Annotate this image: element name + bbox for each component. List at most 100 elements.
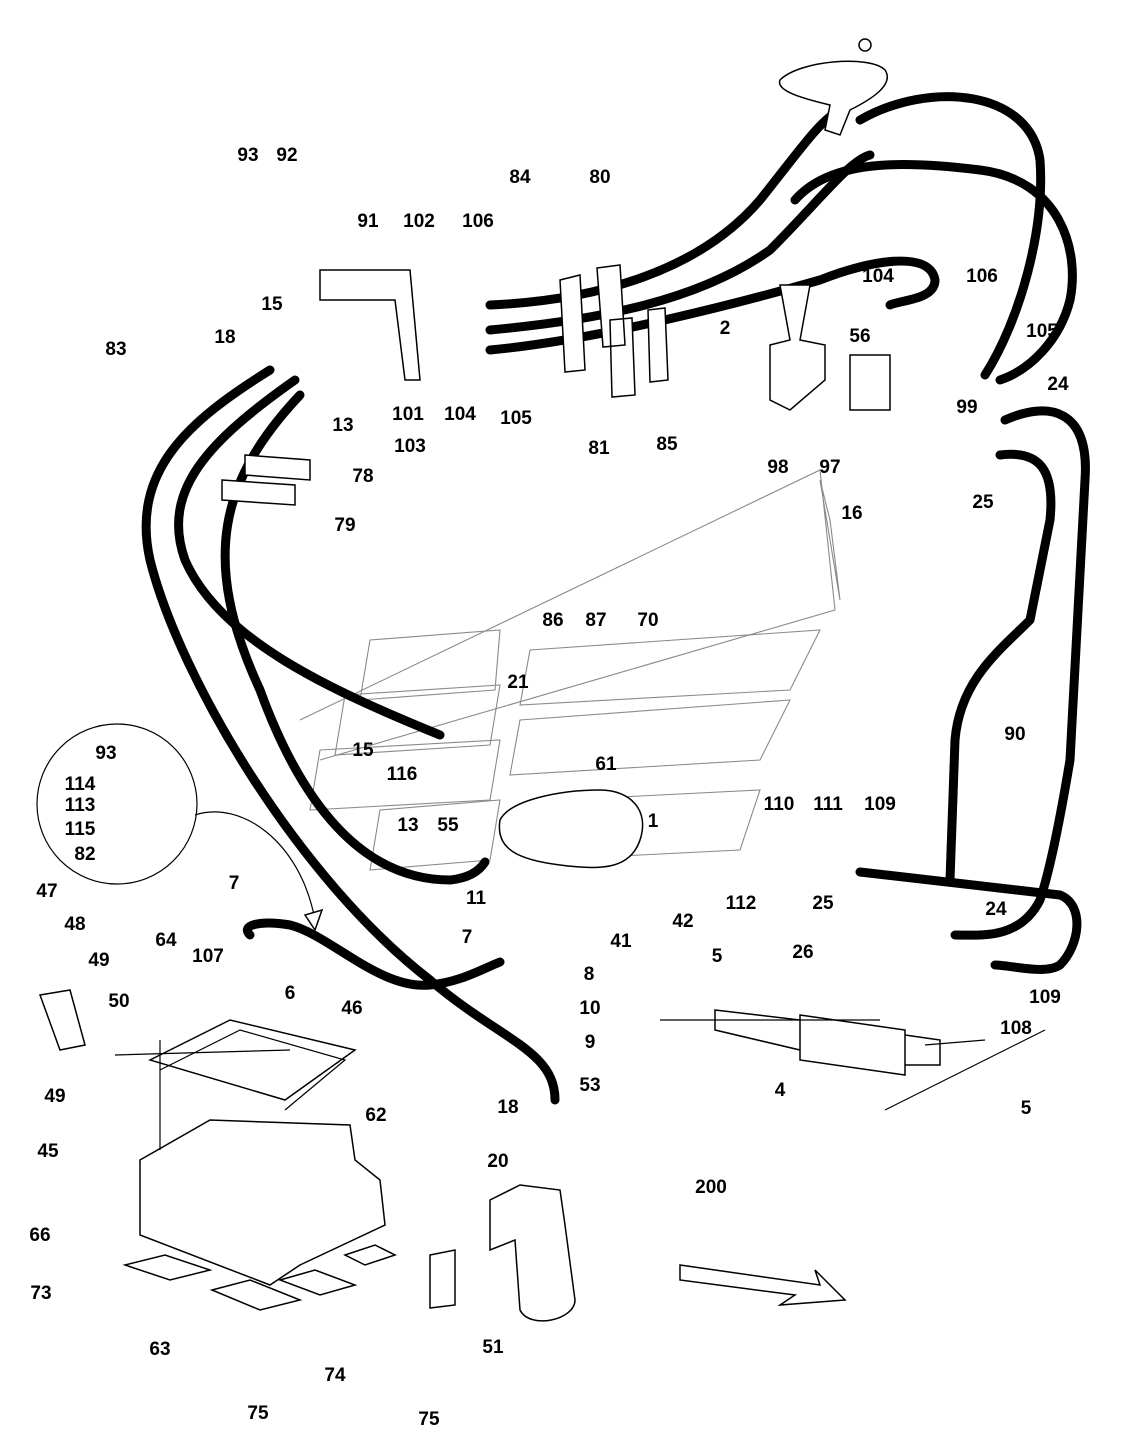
callout-label: 108 xyxy=(1000,1018,1032,1039)
callout-label: 25 xyxy=(972,492,994,513)
callout-label: 200 xyxy=(695,1177,727,1198)
tank-icon xyxy=(139,1119,386,1286)
callout-label: 61 xyxy=(595,754,617,775)
callout-label: 41 xyxy=(610,931,632,952)
callout-label: 73 xyxy=(30,1283,51,1304)
filter-icon xyxy=(489,1184,576,1322)
callout-label: 24 xyxy=(1047,374,1069,395)
callout-label: 83 xyxy=(105,339,126,360)
callout-label: 81 xyxy=(588,438,610,459)
callout-label: 111 xyxy=(813,794,843,815)
control-valve-icon xyxy=(769,284,826,411)
callout-label: 75 xyxy=(418,1409,440,1430)
callout-label: 66 xyxy=(29,1225,50,1246)
watermark xyxy=(299,469,841,871)
callout-label: 80 xyxy=(589,167,610,188)
callout-label: 92 xyxy=(276,145,297,166)
callout-label: 87 xyxy=(585,610,606,631)
callout-label: 45 xyxy=(37,1141,59,1162)
callout-label: 106 xyxy=(462,211,494,232)
callout-label: 53 xyxy=(579,1075,600,1096)
callout-label: 47 xyxy=(36,881,57,902)
callout-label: 104 xyxy=(444,404,476,425)
callout-label: 5 xyxy=(1021,1098,1032,1119)
pump-icon xyxy=(498,789,644,869)
callout-label: 26 xyxy=(792,942,813,963)
callout-label: 103 xyxy=(394,436,426,457)
callout-label: 79 xyxy=(334,515,355,536)
components xyxy=(36,38,1046,1322)
cylinder-icon xyxy=(714,1009,941,1076)
callout-label: 102 xyxy=(403,211,435,232)
callout-label: 8 xyxy=(584,964,595,985)
callout-label: 115 xyxy=(65,819,96,840)
callout-label: 86 xyxy=(542,610,563,631)
callout-label: 75 xyxy=(247,1403,269,1424)
callout-label: 50 xyxy=(108,991,129,1012)
callout-label: 16 xyxy=(841,503,862,524)
callout-label: 110 xyxy=(764,794,795,815)
callout-label: 84 xyxy=(509,167,531,188)
callout-label: 78 xyxy=(352,466,373,487)
callout-label: 49 xyxy=(88,950,109,971)
callout-label: 97 xyxy=(819,457,840,478)
callout-label: 82 xyxy=(74,844,95,865)
callout-label: 70 xyxy=(637,610,658,631)
callout-label: 109 xyxy=(1029,987,1061,1008)
callout-label: 104 xyxy=(862,266,894,287)
callout-label: 105 xyxy=(500,408,532,429)
callout-label: 113 xyxy=(65,795,96,816)
callout-label: 46 xyxy=(341,998,362,1019)
callout-label: 21 xyxy=(507,672,529,693)
callout-label: 25 xyxy=(812,893,834,914)
cover-plate-icon xyxy=(147,1019,357,1101)
callout-label: 56 xyxy=(849,326,870,347)
callout-label: 48 xyxy=(64,914,85,935)
callout-label: 55 xyxy=(437,815,459,836)
callout-label: 62 xyxy=(365,1105,386,1126)
bracket-icon xyxy=(319,269,421,381)
callout-label: 24 xyxy=(985,899,1007,920)
callout-label: 11 xyxy=(466,888,487,909)
callout-label: 1 xyxy=(648,811,659,832)
direction-arrow-icon xyxy=(679,1264,847,1306)
callout-labels: 93 92 91 102 106 84 80 15 18 83 13 101 1… xyxy=(29,145,1069,1430)
callout-label: 116 xyxy=(387,764,418,785)
callout-label: 51 xyxy=(482,1337,504,1358)
callout-label: 105 xyxy=(1026,321,1058,342)
callout-label: 93 xyxy=(237,145,258,166)
callout-label: 2 xyxy=(720,318,731,339)
callout-label: 99 xyxy=(956,397,977,418)
callout-label: 85 xyxy=(656,434,678,455)
steering-wheel-icon xyxy=(778,60,888,136)
callout-label: 112 xyxy=(726,893,757,914)
callout-label: 49 xyxy=(44,1086,65,1107)
callout-label: 114 xyxy=(65,774,96,795)
callout-label: 4 xyxy=(775,1080,786,1101)
callout-label: 5 xyxy=(712,946,723,967)
callout-label: 74 xyxy=(324,1365,346,1386)
callout-label: 93 xyxy=(95,743,116,764)
valve-block-icon xyxy=(849,354,891,411)
bracket-icon xyxy=(221,454,311,506)
callout-label: 10 xyxy=(579,998,600,1019)
callout-label: 18 xyxy=(497,1097,518,1118)
callout-label: 13 xyxy=(332,415,353,436)
callout-label: 64 xyxy=(155,930,177,951)
callout-label: 63 xyxy=(149,1339,170,1360)
callout-label: 6 xyxy=(285,983,296,1004)
plate-icon xyxy=(559,264,669,398)
callout-label: 18 xyxy=(214,327,235,348)
callout-label: 13 xyxy=(397,815,418,836)
callout-label: 91 xyxy=(357,211,379,232)
callout-label: 106 xyxy=(966,266,998,287)
callout-label: 109 xyxy=(864,794,896,815)
callout-label: 107 xyxy=(192,946,224,967)
callout-label: 15 xyxy=(352,740,374,761)
callout-label: 42 xyxy=(672,911,693,932)
callout-label: 9 xyxy=(585,1032,596,1053)
callout-label: 98 xyxy=(767,457,788,478)
callout-label: 7 xyxy=(462,927,473,948)
callout-label: 101 xyxy=(392,404,424,425)
